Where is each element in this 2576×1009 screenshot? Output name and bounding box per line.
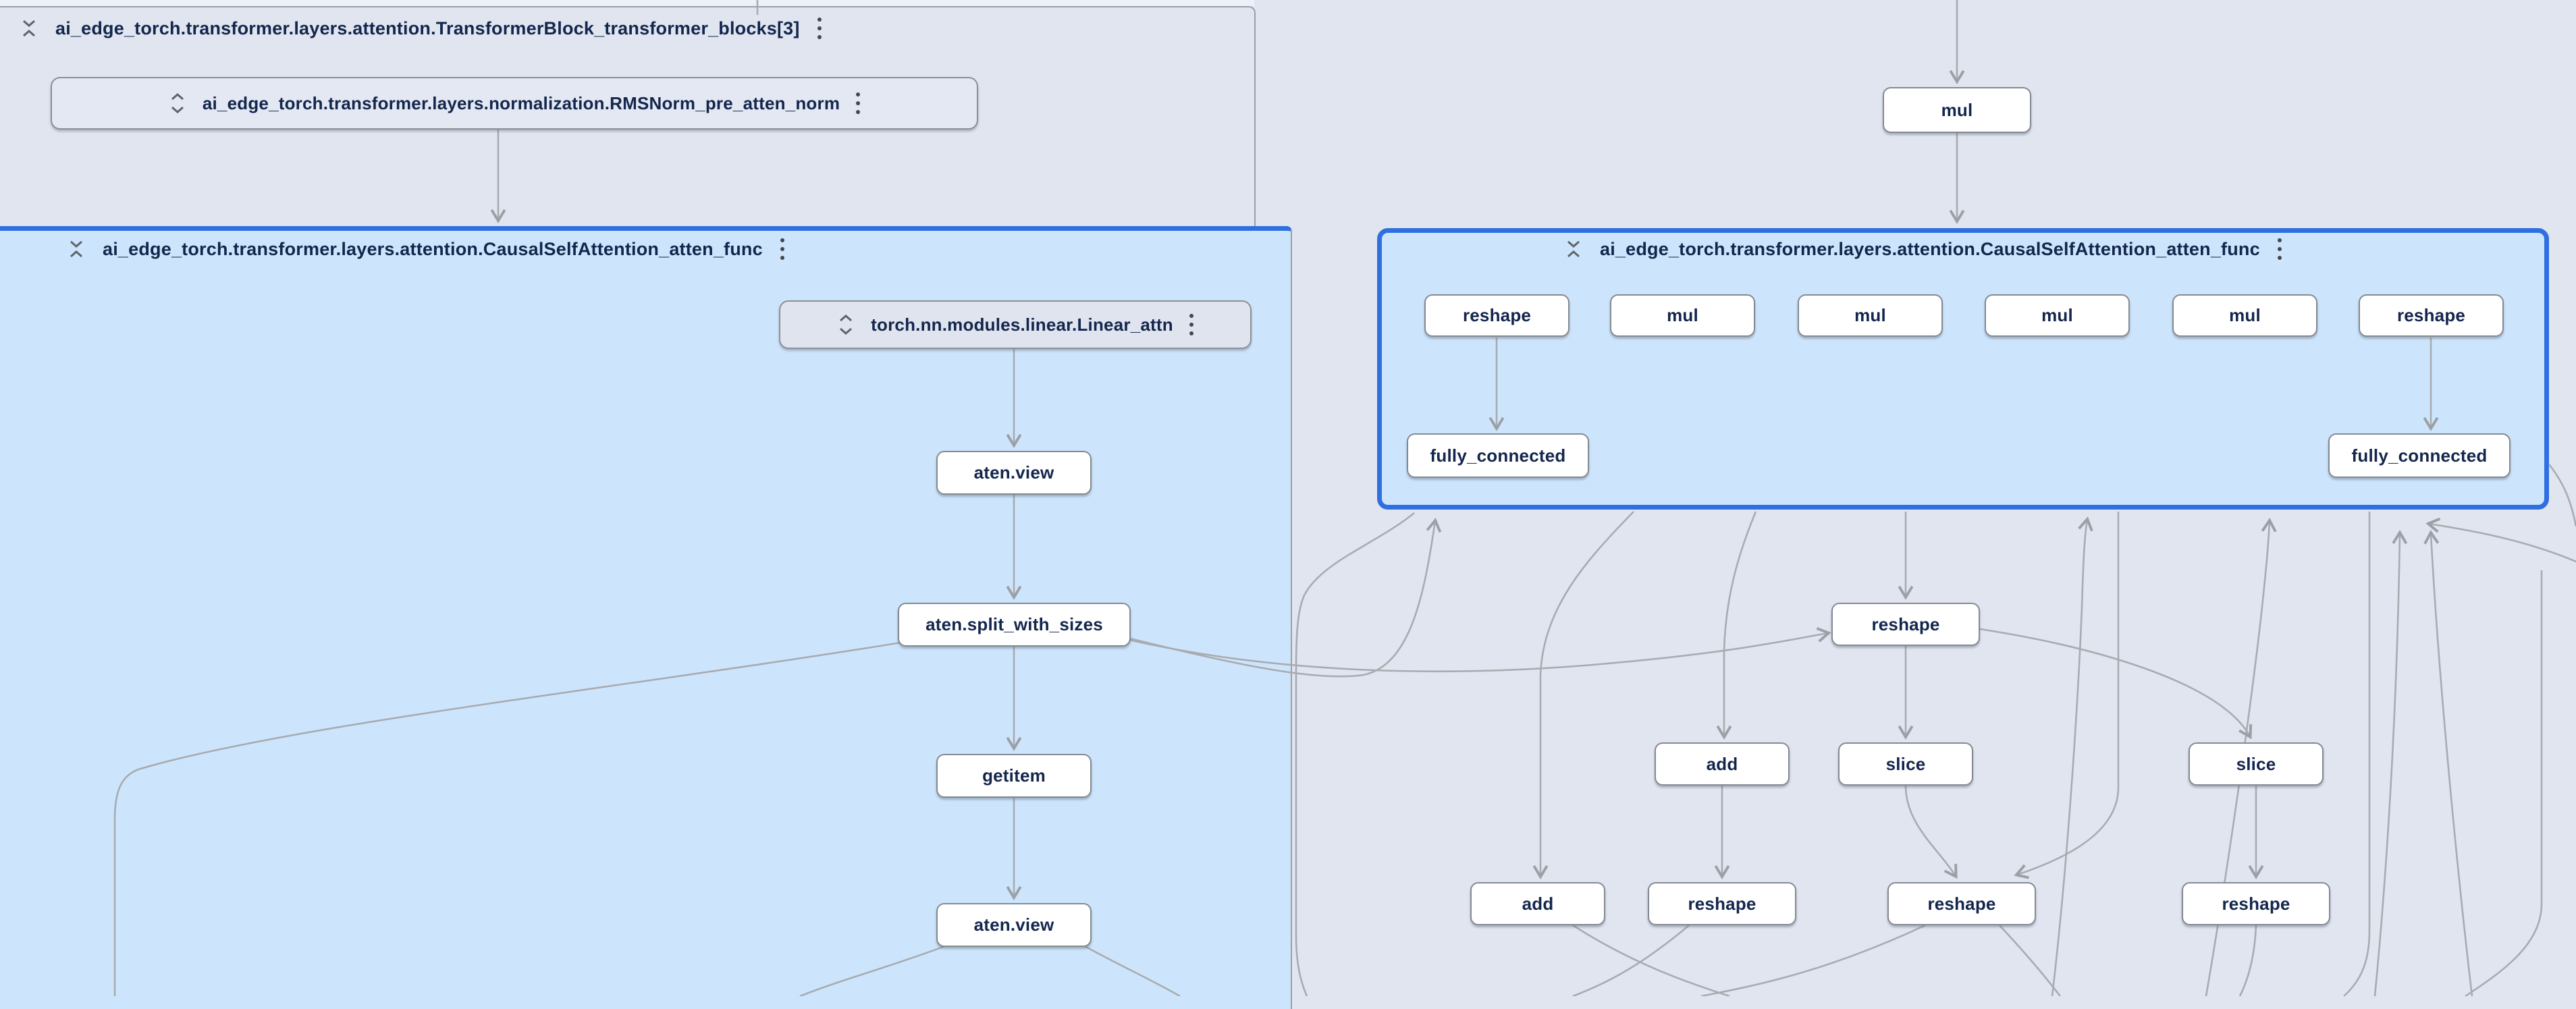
op-node-label: mul <box>1941 99 1973 120</box>
op-node-label: getitem <box>982 765 1046 786</box>
graph-edge <box>1295 512 1415 996</box>
graph-edge <box>2014 512 2120 879</box>
op-node-label: add <box>1706 753 1738 774</box>
group-header-attn-left: ai_edge_torch.transformer.layers.attenti… <box>68 238 784 260</box>
group-title: ai_edge_torch.transformer.layers.attenti… <box>103 238 763 259</box>
collapse-icon[interactable] <box>68 239 85 259</box>
op-node-label: aten.view <box>973 915 1054 935</box>
group-node-label: torch.nn.modules.linear.Linear_attn <box>871 314 1173 335</box>
canvas-outer-background <box>0 0 1254 6</box>
graph-edge <box>2423 530 2473 996</box>
node-b_add_bot[interactable]: add <box>1470 882 1605 925</box>
node-r_reshape_a[interactable]: reshape <box>1424 294 1569 337</box>
op-node-label: reshape <box>1688 893 1756 914</box>
node-b_slice_right[interactable]: slice <box>2189 742 2324 786</box>
graph-edge <box>2373 530 2408 996</box>
group-title: ai_edge_torch.transformer.layers.attenti… <box>1600 238 2260 259</box>
op-node-label: aten.split_with_sizes <box>925 614 1103 634</box>
op-node-label: mul <box>2041 305 2073 325</box>
node-r_mul_3[interactable]: mul <box>1985 294 2130 337</box>
op-node-label: reshape <box>1462 305 1532 325</box>
group-header-transformer-block: ai_edge_torch.transformer.layers.attenti… <box>20 18 822 39</box>
expand-icon[interactable] <box>837 313 855 336</box>
expand-icon[interactable] <box>169 92 186 115</box>
node-b_reshape_top[interactable]: reshape <box>1831 603 1980 646</box>
node-aten_view_2[interactable]: aten.view <box>936 903 1092 947</box>
graph-edge <box>2548 464 2576 527</box>
more-options-icon[interactable] <box>1189 314 1193 335</box>
group-node-linear_attn[interactable]: torch.nn.modules.linear.Linear_attn <box>779 300 1252 349</box>
op-node-label: fully_connected <box>2351 445 2488 466</box>
op-node-label: fully_connected <box>1430 445 1566 466</box>
op-node-label: mul <box>2229 305 2261 325</box>
more-options-icon[interactable] <box>817 18 822 39</box>
graph-edge <box>1572 924 1730 996</box>
node-r_mul_4[interactable]: mul <box>2172 294 2317 337</box>
node-b_slice_mid[interactable]: slice <box>1838 742 1973 786</box>
node-fc_left[interactable]: fully_connected <box>1407 433 1589 478</box>
node-r_reshape_b[interactable]: reshape <box>2359 294 2504 337</box>
graph-edge <box>799 944 949 996</box>
graph-edge <box>1700 924 1926 996</box>
collapse-icon[interactable] <box>20 18 38 38</box>
graph-edge <box>1128 627 1831 673</box>
collapse-icon[interactable] <box>1565 239 1582 259</box>
graph-edge <box>1083 944 1181 996</box>
node-b_reshape_3[interactable]: reshape <box>2182 882 2330 925</box>
op-node-label: mul <box>1854 305 1886 325</box>
node-mul_top[interactable]: mul <box>1883 87 2031 133</box>
graph-edge <box>1532 511 1634 879</box>
node-split_sizes[interactable]: aten.split_with_sizes <box>898 603 1131 647</box>
graph-edge <box>1904 785 1958 879</box>
group-header-attn-right: ai_edge_torch.transformer.layers.attenti… <box>1565 238 2282 260</box>
node-r_mul_1[interactable]: mul <box>1610 294 1755 337</box>
graph-edge <box>2425 517 2576 563</box>
op-node-label: reshape <box>2396 305 2466 325</box>
graph-edge <box>2343 512 2371 996</box>
node-b_reshape_2[interactable]: reshape <box>1887 882 2036 925</box>
node-fc_right[interactable]: fully_connected <box>2328 433 2511 478</box>
node-r_mul_2[interactable]: mul <box>1798 294 1943 337</box>
node-b_reshape_1[interactable]: reshape <box>1648 882 1796 925</box>
op-node-label: aten.view <box>973 462 1054 483</box>
graph-edge <box>1716 511 1757 740</box>
op-node-label: slice <box>2236 753 2276 774</box>
op-node-label: reshape <box>1927 893 1996 914</box>
group-node-label: ai_edge_torch.transformer.layers.normali… <box>202 92 840 113</box>
op-node-label: reshape <box>1871 613 1940 634</box>
op-node-label: slice <box>1885 753 1926 774</box>
op-node-label: add <box>1522 893 1554 914</box>
more-options-icon[interactable] <box>2277 238 2282 260</box>
node-b_add_mid[interactable]: add <box>1655 742 1790 786</box>
graph-edge <box>1127 518 1442 678</box>
op-node-label: reshape <box>2222 893 2290 914</box>
more-options-icon[interactable] <box>780 238 784 260</box>
graph-edge <box>1999 925 2062 996</box>
group-title: ai_edge_torch.transformer.layers.attenti… <box>55 18 800 38</box>
graph-edge <box>1572 925 1690 996</box>
node-getitem[interactable]: getitem <box>936 754 1092 798</box>
group-node-rmsnorm[interactable]: ai_edge_torch.transformer.layers.normali… <box>51 77 978 130</box>
graph-edge <box>1979 628 2253 740</box>
node-aten_view_1[interactable]: aten.view <box>936 451 1092 495</box>
graph-edge <box>2238 925 2257 996</box>
graph-edge <box>2465 570 2543 996</box>
graph-edge <box>2051 516 2093 996</box>
graph-edge <box>113 641 902 996</box>
more-options-icon[interactable] <box>856 92 861 114</box>
op-node-label: mul <box>1667 305 1698 325</box>
